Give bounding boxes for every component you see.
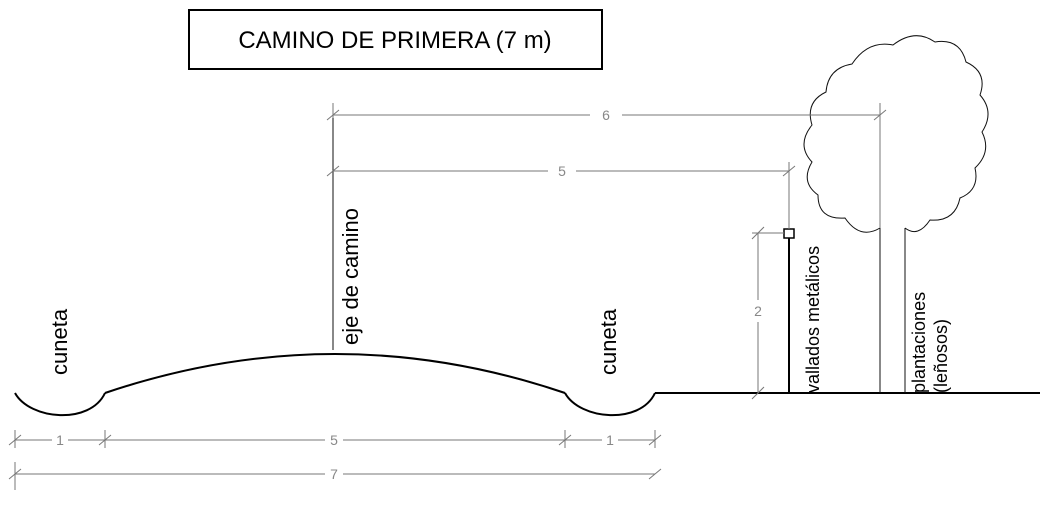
tick [873, 109, 887, 121]
right-ditch [564, 392, 656, 417]
dimension-1-right-label: 1 [606, 432, 614, 448]
title-frame [188, 9, 603, 70]
tick [558, 434, 572, 446]
dimension-7-label: 7 [330, 466, 338, 482]
tick [648, 434, 662, 446]
dimension-1-left-label: 1 [56, 432, 64, 448]
tree-crown [803, 35, 989, 233]
dimension-6-label: 6 [602, 107, 610, 123]
tick [8, 468, 22, 480]
tick [8, 434, 22, 446]
label-vallados-metalicos: vallados metálicos [803, 246, 823, 393]
fence-cap [783, 228, 795, 239]
tick [751, 226, 765, 240]
dimension-2: 2 [751, 226, 784, 400]
tick [648, 468, 662, 480]
title-box: CAMINO DE PRIMERA (7 m) [188, 9, 603, 70]
label-lenosos: (leñosos) [931, 319, 951, 393]
road-crown [104, 353, 566, 394]
tick [98, 434, 112, 446]
label-plantaciones: plantaciones [909, 292, 929, 393]
tick [326, 109, 340, 121]
label-cuneta-left: cuneta [47, 308, 72, 375]
dimension-5-top-label: 5 [558, 163, 566, 179]
tree [803, 35, 989, 393]
dimension-6: 6 [326, 103, 887, 228]
dimension-7: 7 [8, 462, 662, 490]
diagram-title: CAMINO DE PRIMERA (7 m) [238, 27, 551, 54]
left-ditch [14, 392, 106, 417]
label-cuneta-right: cuneta [596, 308, 621, 375]
metal-fence [783, 228, 795, 393]
ground-profile [14, 353, 1040, 417]
dimension-5-top: 5 [326, 162, 796, 229]
dimension-5-bottom-label: 5 [330, 432, 338, 448]
tick [782, 165, 796, 177]
label-eje-de-camino: eje de camino [338, 208, 363, 345]
tick [326, 165, 340, 177]
dimension-row-bottom: 1 5 1 [8, 430, 662, 448]
tick [751, 386, 765, 400]
dimension-2-label: 2 [754, 303, 762, 319]
